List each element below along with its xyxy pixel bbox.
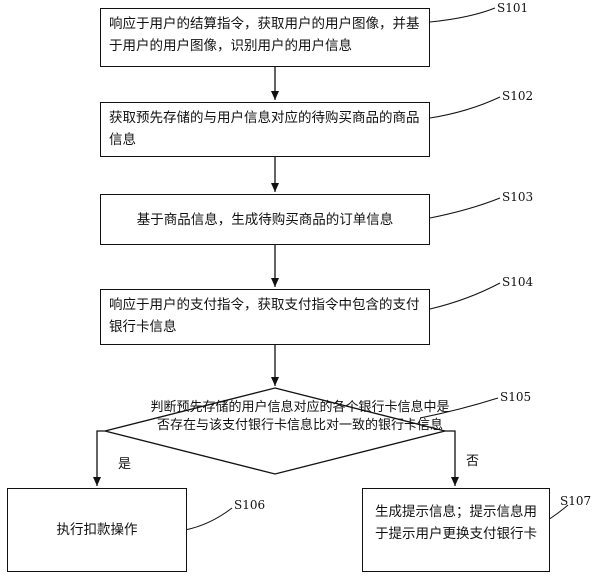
step-text-s106: 执行扣款操作 bbox=[56, 522, 138, 538]
step-box-s101: 响应于用户的结算指令，获取用户的用户图像，并基于用户的用户图像，识别用户的用户信… bbox=[100, 8, 430, 67]
step-box-s103: 基于商品信息，生成待购买商品的订单信息 bbox=[100, 194, 430, 245]
step-text-s102: 获取预先存储的与用户信息对应的待购买商品的商品信息 bbox=[109, 110, 420, 148]
leader-s102 bbox=[429, 96, 501, 119]
arrow-no-branch bbox=[445, 430, 459, 486]
leader-s104 bbox=[429, 282, 501, 310]
step-box-s102: 获取预先存储的与用户信息对应的待购买商品的商品信息 bbox=[100, 102, 430, 157]
step-box-s107: 生成提示信息；提示信息用于提示用户更换支付银行卡 bbox=[362, 488, 550, 572]
leader-s105 bbox=[419, 397, 499, 419]
step-box-s106: 执行扣款操作 bbox=[7, 488, 187, 572]
step-label-s105: S105 bbox=[500, 390, 532, 404]
decision-text-s105: 判断预先存储的用户信息对应的各个银行卡信息中是否存在与该支付银行卡信息比对一致的… bbox=[150, 400, 450, 433]
step-text-s107: 生成提示信息；提示信息用于提示用户更换支付银行卡 bbox=[375, 504, 537, 542]
branch-label-no: 否 bbox=[466, 454, 480, 469]
step-label-s107: S107 bbox=[560, 494, 592, 508]
decision-diamond bbox=[104, 387, 446, 475]
leader-s103 bbox=[429, 197, 501, 219]
step-label-s102: S102 bbox=[502, 89, 534, 103]
step-label-s101: S101 bbox=[497, 1, 529, 15]
step-label-s104: S104 bbox=[502, 275, 534, 289]
step-label-s106: S106 bbox=[234, 498, 266, 512]
branch-label-yes: 是 bbox=[118, 457, 132, 472]
step-text-s104: 响应于用户的支付指令，获取支付指令中包含的支付银行卡信息 bbox=[109, 297, 420, 335]
arrow-yes-branch bbox=[93, 430, 105, 486]
step-box-s104: 响应于用户的支付指令，获取支付指令中包含的支付银行卡信息 bbox=[100, 289, 430, 345]
leader-s101 bbox=[429, 7, 496, 23]
step-text-s103: 基于商品信息，生成待购买商品的订单信息 bbox=[136, 211, 394, 228]
step-text-s101: 响应于用户的结算指令，获取用户的用户图像，并基于用户的用户图像，识别用户的用户信… bbox=[109, 16, 420, 54]
step-label-s103: S103 bbox=[502, 190, 534, 204]
leader-s106 bbox=[184, 507, 233, 531]
